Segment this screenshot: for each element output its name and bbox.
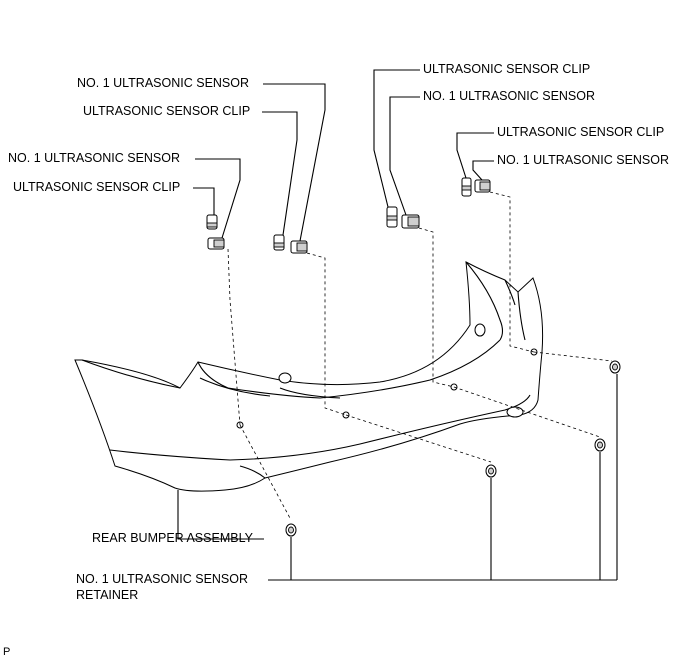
retainer-2 (485, 464, 497, 478)
label-clip-4: ULTRASONIC SENSOR CLIP (497, 125, 665, 139)
sensor-clip-pair-4 (456, 132, 535, 353)
rear-bumper-assembly (74, 261, 544, 540)
label-clip-3: ULTRASONIC SENSOR CLIP (423, 62, 591, 76)
retainer-4 (609, 360, 621, 374)
label-retainer-line2: RETAINER (76, 588, 139, 602)
label-sensor-3: NO. 1 ULTRASONIC SENSOR (423, 89, 596, 103)
label-rear-bumper-assembly: REAR BUMPER ASSEMBLY (92, 531, 253, 545)
label-sensor-4: NO. 1 ULTRASONIC SENSOR (497, 153, 670, 167)
page-marker: P (3, 646, 11, 658)
sensor-clip-pair-3 (373, 69, 455, 388)
label-clip-2: ULTRASONIC SENSOR CLIP (13, 180, 181, 194)
label-retainer-line1: NO. 1 ULTRASONIC SENSOR (76, 572, 249, 586)
retainer-1 (285, 523, 297, 537)
sensor-clip-pair-2 (262, 83, 347, 416)
label-clip-1: ULTRASONIC SENSOR CLIP (83, 104, 251, 118)
label-sensor-1: NO. 1 ULTRASONIC SENSOR (77, 76, 250, 90)
label-sensor-2: NO. 1 ULTRASONIC SENSOR (8, 151, 181, 165)
sensor-clip-pair-1 (193, 158, 241, 426)
ultrasonic-sensor-clip-2 (273, 234, 285, 251)
retainer-3 (594, 438, 606, 452)
sensor-retainers (239, 351, 621, 581)
